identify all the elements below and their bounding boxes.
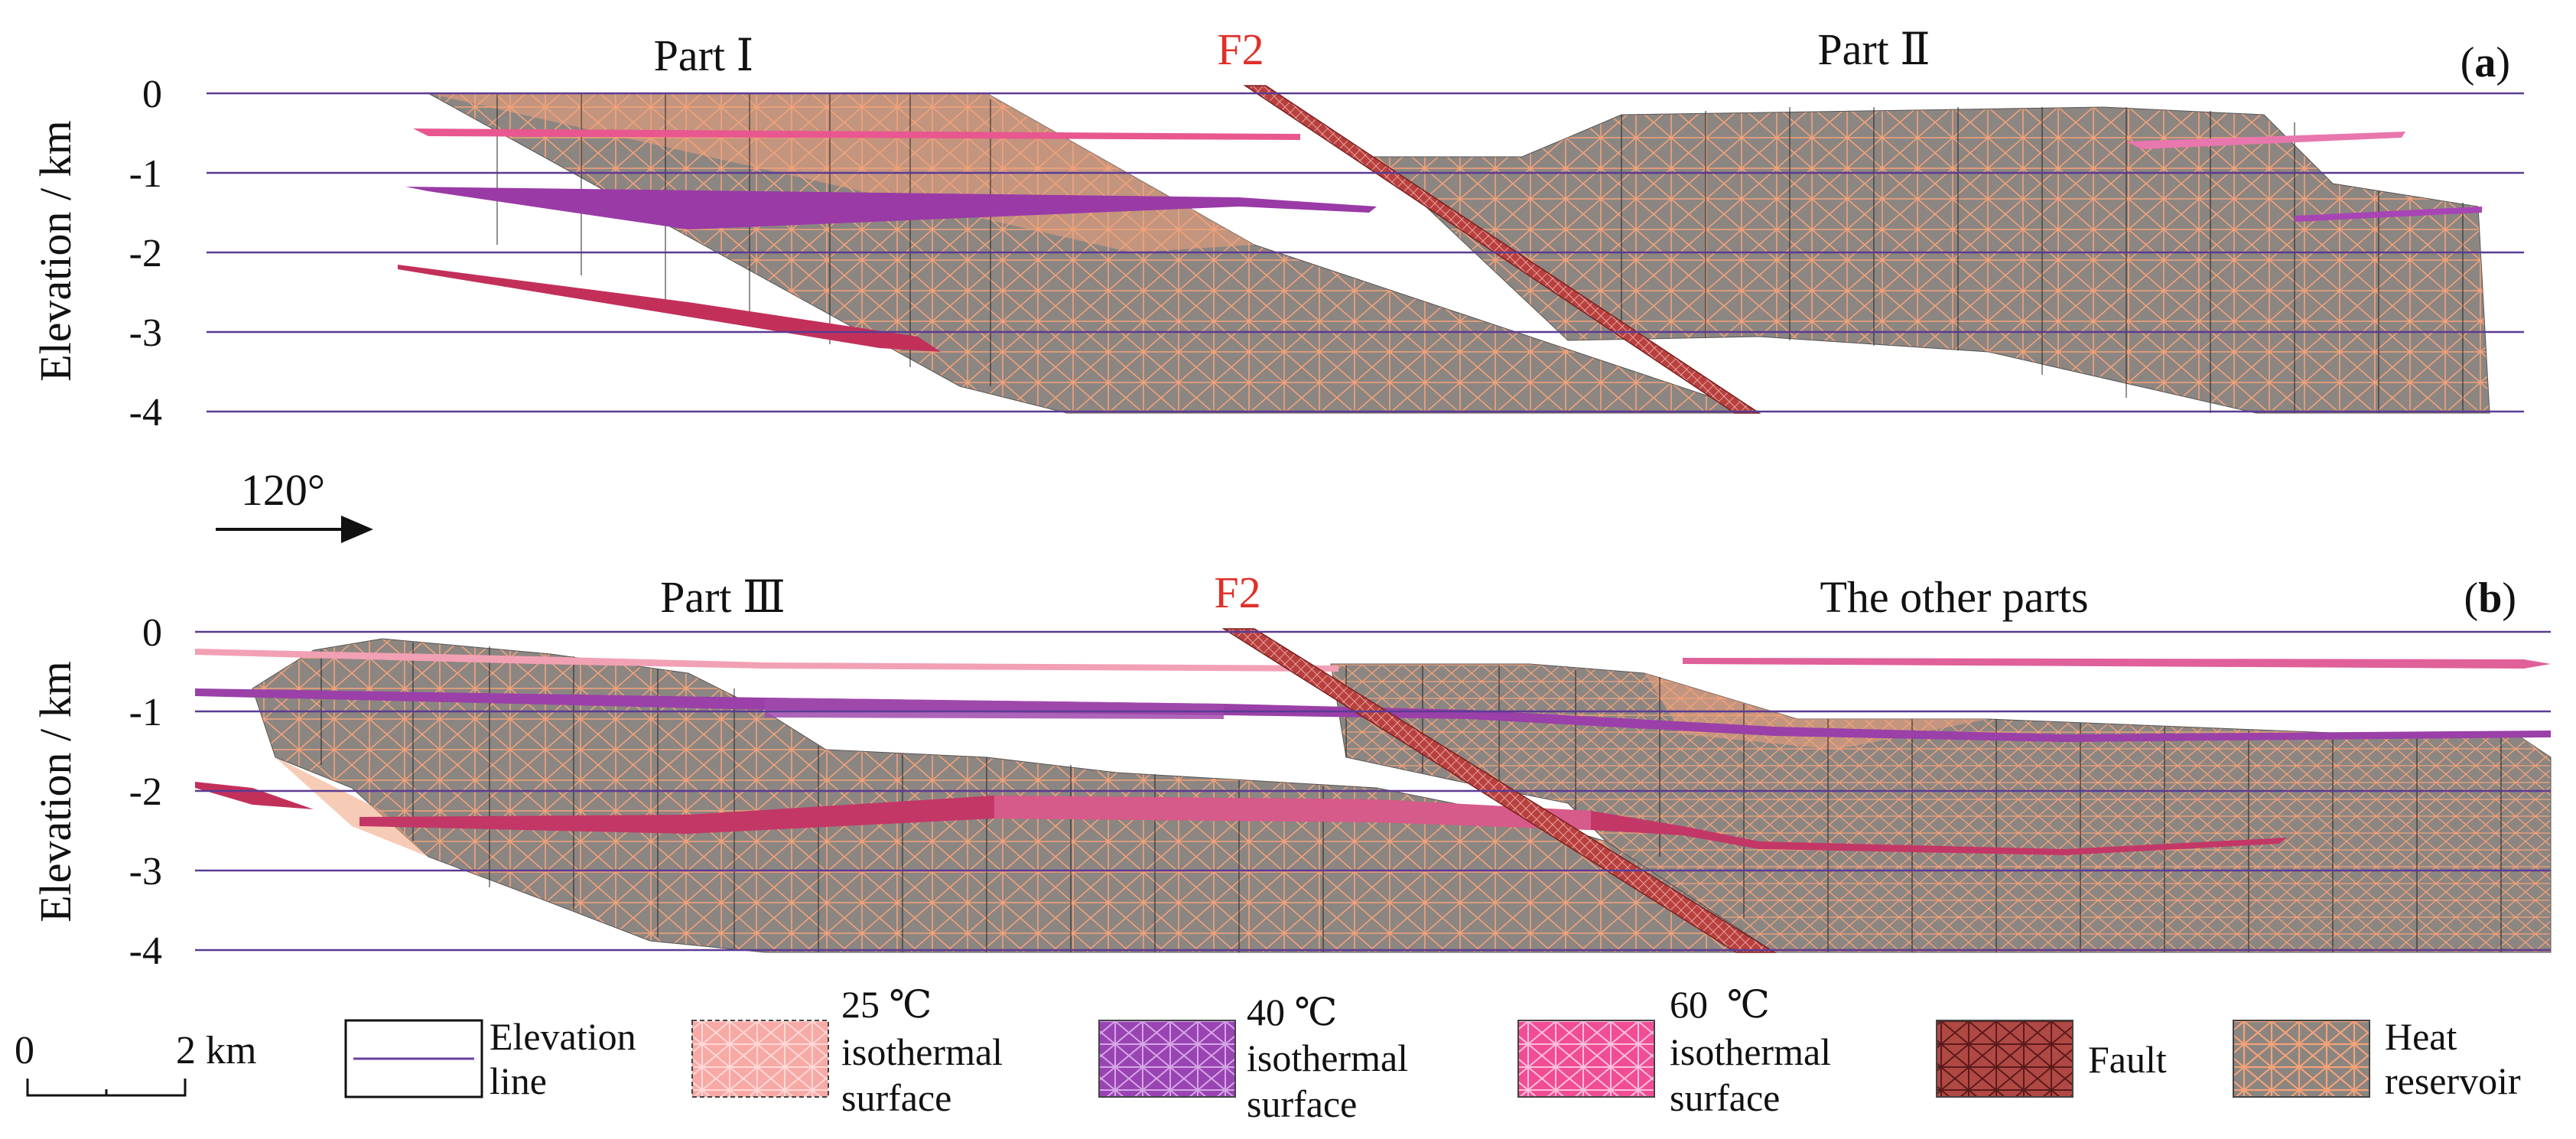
panel-a-y-axis-label: Elevation / km	[31, 120, 80, 382]
legend-iso40-line2: isothermal	[1247, 1036, 1408, 1079]
legend-item-iso60: 60 ℃ isothermal surface	[1517, 983, 1831, 1119]
panel-b-reservoir-highlight-left	[275, 757, 428, 857]
panel-b-tick-0: 0	[142, 611, 162, 655]
scale-bar-line	[26, 1079, 187, 1097]
panel-a-part-right-label: Part Ⅱ	[1817, 24, 1930, 74]
direction-label: 120°	[241, 465, 325, 515]
panel-a-tick-0: 0	[142, 73, 162, 116]
panel-a-elevation-lines	[207, 92, 2524, 413]
panel-b-iso40-band	[765, 698, 1224, 719]
panel-a-tick-2: -2	[129, 232, 162, 275]
panel-b-iso60-top-right	[1683, 658, 2551, 669]
panel-b-iso25-surface	[195, 649, 1338, 672]
legend-iso25-line2: isothermal	[841, 1030, 1003, 1073]
legend-fault-line1: Fault	[2088, 1038, 2167, 1081]
iso25-swatch	[691, 1020, 829, 1098]
panel-b-fault-label: F2	[1214, 568, 1260, 617]
panel-a-iso40-lens	[405, 187, 1377, 229]
panel-a-iso40-right-lens	[2295, 207, 2482, 222]
panel-b-panel-label: (b)	[2464, 574, 2516, 622]
legend-iso60-line1: 60 ℃	[1670, 983, 1770, 1026]
legend-iso40-line3: surface	[1247, 1082, 1357, 1125]
direction-indicator: 120°	[216, 465, 373, 543]
panel-b-iso60-lower-band	[359, 796, 2287, 855]
panel-a-tick-3: -3	[129, 311, 162, 355]
panel-a-iso60-lower-lens	[398, 265, 941, 352]
legend-iso60-line3: surface	[1670, 1076, 1780, 1119]
legend-elevation-line1: Elevation	[490, 1015, 636, 1058]
iso40-swatch	[1098, 1020, 1236, 1098]
legend-item-iso25: 25 ℃ isothermal surface	[691, 983, 1003, 1119]
panel-b-iso60-left	[195, 782, 314, 809]
panel-b-tick-1: -1	[129, 691, 162, 734]
legend-reservoir-line1: Heat	[2385, 1015, 2457, 1058]
legend-item-fault: Fault	[1936, 1020, 2167, 1098]
panel-a-fault-label: F2	[1217, 24, 1264, 74]
direction-arrowhead-icon	[341, 516, 373, 543]
legend-item-elevation-line: Elevation line	[344, 1015, 636, 1102]
fault-swatch	[1936, 1020, 2073, 1098]
panel-a-part-left-label: Part Ⅰ	[654, 31, 754, 80]
iso60-swatch	[1517, 1020, 1655, 1098]
panel-b-part-right-label: The other parts	[1820, 572, 2088, 622]
legend-item-iso40: 40 ℃ isothermal surface	[1098, 991, 1408, 1125]
panel-a-iso60-right-lens	[2126, 132, 2405, 149]
heat-reservoir-swatch	[2233, 1020, 2370, 1098]
scale-bar: 0 2 km	[15, 1029, 256, 1097]
legend-iso25-line1: 25 ℃	[841, 983, 932, 1026]
panel-b: Elevation / km 0 -1 -2 -3 -4	[31, 568, 2552, 973]
panel-b-tick-2: -2	[129, 770, 162, 814]
panel-a-iso60-lens	[413, 129, 1300, 140]
panel-b-tick-4: -4	[129, 929, 162, 973]
panel-a: Elevation / km 0 -1 -2 -3 -4	[31, 24, 2524, 434]
scale-bar-end: 2 km	[176, 1029, 256, 1072]
panel-a-tick-1: -1	[129, 152, 162, 196]
panel-a-panel-label: (a)	[2461, 39, 2510, 86]
panel-b-y-axis-label: Elevation / km	[31, 661, 80, 923]
panel-b-elevation-lines	[195, 630, 2551, 952]
panel-b-iso60-lower-band-fill	[994, 796, 1591, 830]
panel-b-tick-3: -3	[129, 850, 162, 893]
legend-iso40-line1: 40 ℃	[1247, 991, 1337, 1033]
legend: Elevation line 25 ℃ isothermal surface 4…	[344, 983, 2521, 1125]
legend-iso60-line2: isothermal	[1670, 1030, 1831, 1073]
legend-elevation-line2: line	[490, 1059, 547, 1102]
panel-a-tick-4: -4	[129, 391, 162, 434]
legend-iso25-line3: surface	[841, 1076, 951, 1119]
panel-b-part-left-label: Part Ⅲ	[660, 572, 785, 622]
legend-item-heat-reservoir: Heat reservoir	[2233, 1015, 2521, 1102]
legend-reservoir-line2: reservoir	[2385, 1059, 2521, 1102]
scale-bar-start: 0	[15, 1029, 34, 1072]
